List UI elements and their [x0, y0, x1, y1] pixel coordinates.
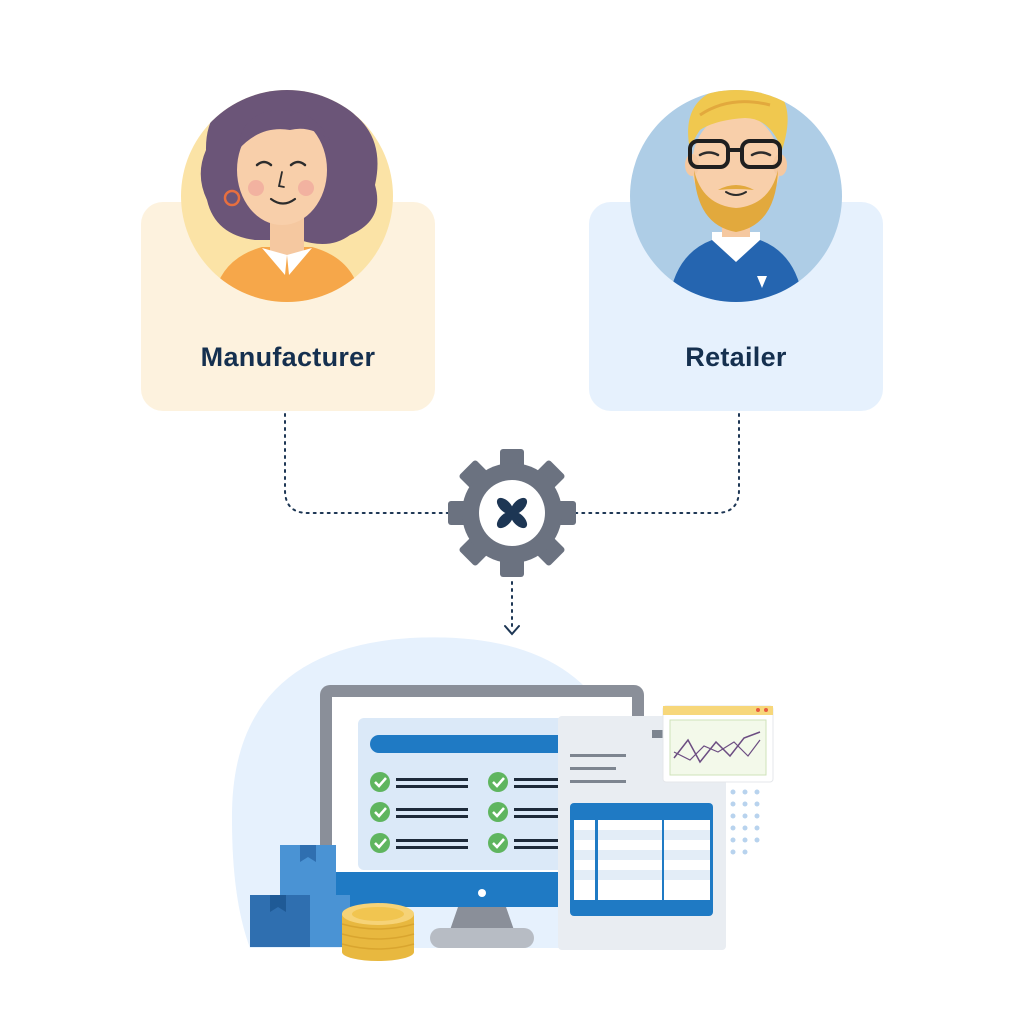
man-avatar	[630, 90, 842, 302]
monitor-dashboard-icon	[231, 637, 774, 961]
boxes-icon	[250, 845, 350, 947]
woman-avatar	[181, 90, 393, 302]
connector-hub-target	[504, 581, 520, 636]
retailer-card: Retailer	[589, 202, 883, 411]
connector-manufacturer-hub	[284, 413, 451, 514]
manufacturer-label: Manufacturer	[200, 342, 376, 372]
coins-icon	[341, 903, 415, 961]
connector-retailer-hub	[573, 413, 740, 514]
retailer-label: Retailer	[685, 342, 787, 372]
logo-icon	[496, 497, 528, 529]
